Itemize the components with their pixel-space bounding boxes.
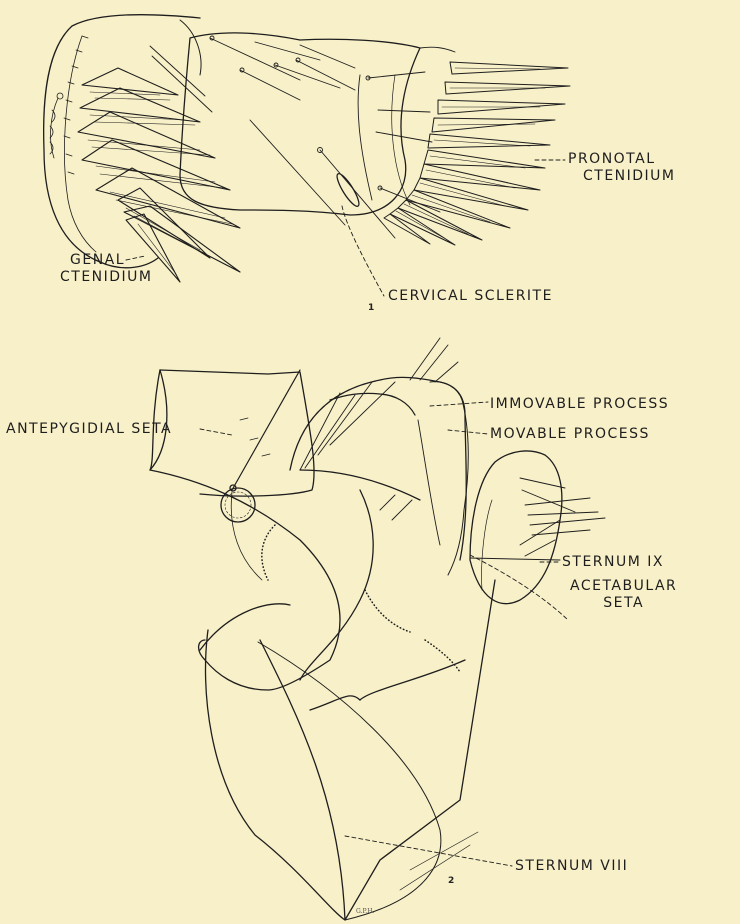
sternum-viii-label: STERNUM VIII: [515, 858, 628, 875]
clasper-outline: [290, 377, 468, 575]
cervical-sclerite-leader: [342, 206, 384, 296]
sternum-viii-outline: [200, 580, 495, 920]
head-and-pronotum-setae: [150, 36, 440, 238]
antepygidial-seta-leader: [200, 429, 232, 435]
sternum-ix-label: STERNUM IX: [562, 554, 664, 571]
cervical-sclerite-shape: [334, 171, 363, 209]
genal-ctenidium-line-1: GENAL: [60, 252, 153, 269]
immovable-process-leader: [430, 402, 488, 406]
immovable-process-label: IMMOVABLE PROCESS: [490, 396, 669, 413]
acetabular-seta-line: [470, 558, 560, 560]
clasper-setae: [300, 338, 458, 520]
antepygidial-seta-base: [221, 370, 300, 580]
figure-1-drawing: [44, 15, 570, 282]
acetabular-seta-label: ACETABULAR SETA: [570, 578, 677, 612]
tergum-outline: [150, 370, 340, 690]
genal-ctenidium-line-2: CTENIDIUM: [60, 269, 153, 286]
acetabular-seta-line-2: SETA: [570, 595, 677, 612]
pronotal-ctenidium-label: PRONOTAL CTENIDIUM: [568, 151, 676, 185]
head-margin-notches: [50, 36, 88, 174]
pronotal-ctenidium-line-1: PRONOTAL: [568, 151, 676, 168]
antepygidial-seta-label: ANTEPYGIDIAL SETA: [6, 421, 172, 438]
figure-2-number: 2: [448, 876, 454, 886]
figure-2-leader-lines: [200, 402, 568, 866]
figure-1-number: 1: [368, 303, 374, 313]
genal-ctenidium-label: GENAL CTENIDIUM: [60, 252, 153, 286]
figure-2-small-bristles: [240, 418, 478, 890]
artist-initials: G.P.H.: [356, 908, 374, 915]
cervical-sclerite-label: CERVICAL SCLERITE: [388, 288, 553, 305]
genal-ctenidium-spines: [78, 68, 240, 282]
acetabular-seta-line-1: ACETABULAR: [570, 578, 677, 595]
acetabular-seta-leader: [470, 555, 568, 620]
sternum-ix-setae: [520, 478, 605, 556]
pronotal-ctenidium-line-2: CTENIDIUM: [568, 168, 676, 185]
movable-process-label: MOVABLE PROCESS: [490, 426, 650, 443]
sternum-viii-leader: [345, 836, 512, 866]
aedeagus-outline: [300, 470, 465, 710]
